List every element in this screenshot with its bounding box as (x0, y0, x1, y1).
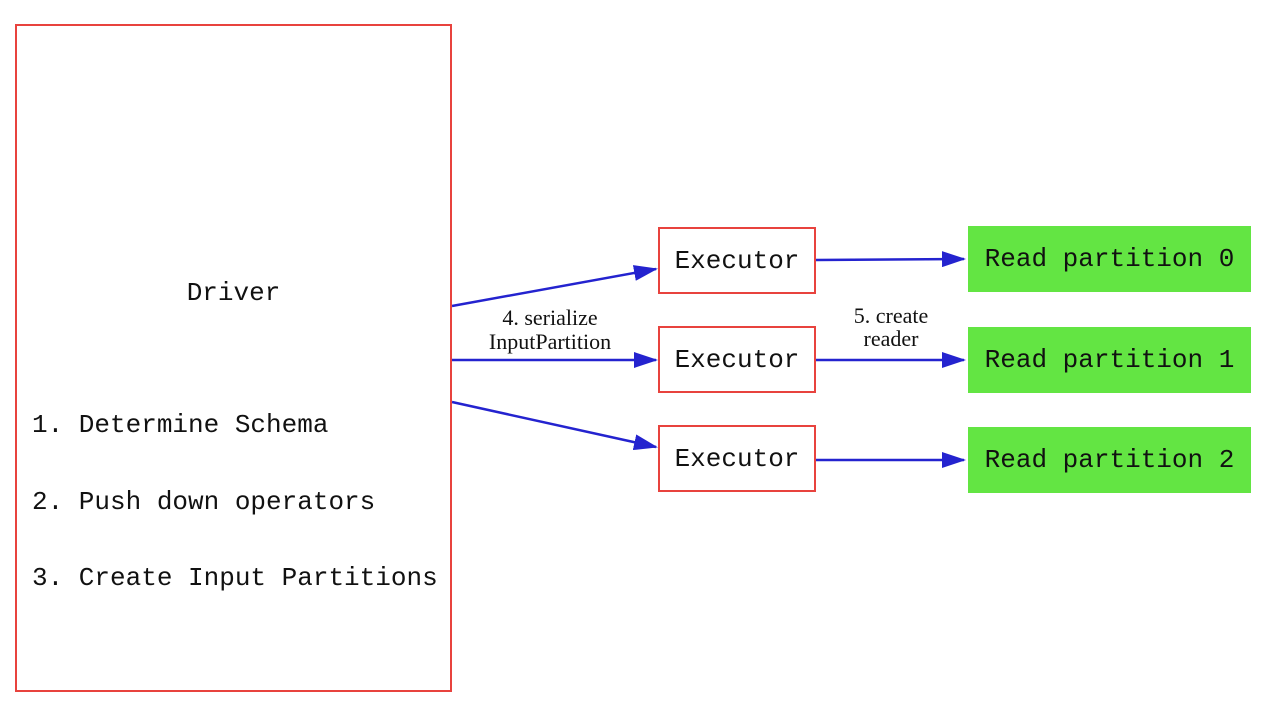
executor-box-2: Executor (658, 425, 816, 492)
read-partition-label-0: Read partition 0 (984, 244, 1235, 274)
read-partition-label-2: Read partition 2 (984, 445, 1235, 475)
driver-title: Driver (186, 278, 281, 308)
label-create-reader: 5. create reader (801, 304, 981, 350)
label-reader-line1: 5. create (853, 303, 929, 328)
label-reader-line2: reader (863, 326, 919, 351)
driver-steps: 1. Determine Schema 2. Push down operato… (32, 362, 438, 643)
executor-label-1: Executor (674, 344, 800, 375)
executor-box-0: Executor (658, 227, 816, 294)
arrow-driver-executor-0 (451, 265, 658, 308)
driver-step-1: 1. Determine Schema (32, 410, 329, 440)
driver-step-3: 3. Create Input Partitions (32, 563, 438, 593)
label-serialize-inputpartition: 4. serialize InputPartition (440, 306, 660, 354)
read-partition-box-2: Read partition 2 (968, 427, 1251, 493)
executor-label-0: Executor (674, 245, 800, 276)
executor-box-1: Executor (658, 326, 816, 393)
read-partition-box-1: Read partition 1 (968, 327, 1251, 393)
driver-box: Driver 1. Determine Schema 2. Push down … (15, 24, 452, 692)
driver-step-2: 2. Push down operators (32, 486, 376, 517)
read-partition-box-0: Read partition 0 (968, 226, 1251, 292)
executor-label-2: Executor (674, 443, 800, 474)
arrow-executor-partition-0 (815, 251, 966, 268)
read-partition-label-1: Read partition 1 (984, 345, 1235, 375)
label-serialize-line1: 4. serialize (502, 305, 598, 330)
arrow-driver-executor-2 (451, 400, 658, 451)
label-serialize-line2: InputPartition (488, 329, 612, 354)
